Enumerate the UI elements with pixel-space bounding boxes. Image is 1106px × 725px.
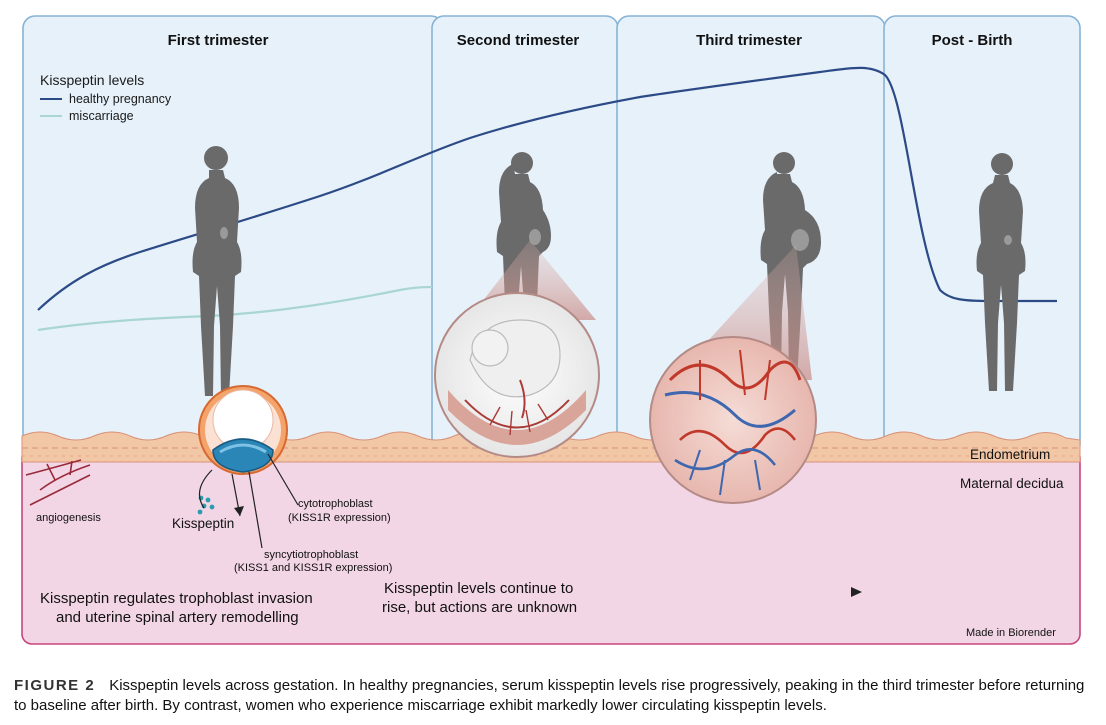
legend-title: Kisspeptin levels — [40, 72, 145, 88]
note-right-line-2: rise, but actions are unknown — [382, 599, 578, 616]
kisspeptin-arrow-head — [234, 506, 244, 516]
note-right-line-1: Kisspeptin levels continue to — [384, 580, 574, 597]
label-syncytiotrophoblast-expression: (KISS1 and KISS1R expression) — [234, 562, 393, 574]
woman-silhouette-4 — [976, 153, 1026, 391]
title-first-trimester: First trimester — [167, 32, 269, 49]
label-cytotrophoblast: cytotrophoblast — [298, 498, 373, 510]
progress-arrow-head — [851, 587, 862, 597]
caption-text: Kisspeptin levels across gestation. In h… — [14, 677, 1085, 714]
label-maternal-decidua: Maternal decidua — [960, 476, 1064, 491]
miscarriage-curve — [37, 285, 433, 332]
legend-label-healthy: healthy pregnancy — [69, 92, 172, 106]
legend-swatch-miscarriage — [40, 115, 62, 117]
label-kisspeptin: Kisspeptin — [172, 516, 235, 531]
woman-silhouette-1 — [192, 146, 242, 396]
figure-number: FIGURE 2 — [14, 677, 96, 694]
title-post-birth: Post - Birth — [931, 32, 1013, 49]
womb-detail-second — [434, 292, 600, 458]
placenta-detail-third — [649, 336, 817, 504]
title-third-trimester: Third trimester — [696, 32, 802, 49]
label-syncytiotrophoblast: syncytiotrophoblast — [264, 549, 359, 561]
legend-item-miscarriage: miscarriage — [40, 109, 134, 123]
credit-biorender: Made in Biorender — [966, 627, 1056, 639]
note-left-line-2: and uterine spinal artery remodelling — [56, 609, 299, 626]
angiogenesis-vessels — [25, 459, 91, 506]
title-second-trimester: Second trimester — [456, 32, 580, 49]
label-endometrium: Endometrium — [970, 447, 1051, 462]
note-left-line-1: Kisspeptin regulates trophoblast invasio… — [40, 590, 313, 607]
legend-swatch-healthy — [40, 98, 62, 100]
label-cytotrophoblast-expression: (KISS1R expression) — [288, 512, 391, 524]
legend-label-miscarriage: miscarriage — [69, 109, 134, 123]
legend-item-healthy: healthy pregnancy — [40, 92, 171, 106]
label-angiogenesis: angiogenesis — [36, 512, 101, 524]
blastocyst — [198, 385, 288, 475]
